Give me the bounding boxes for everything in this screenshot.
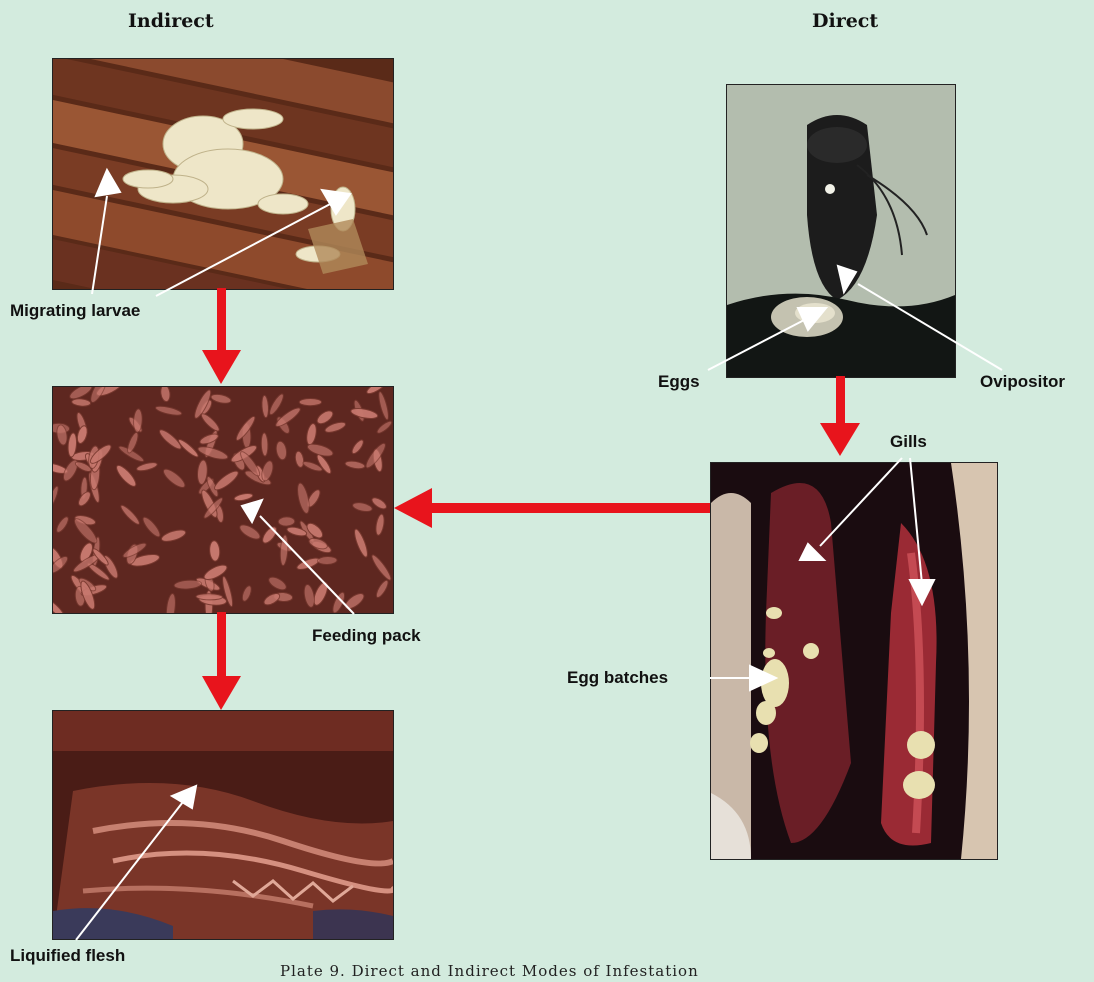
label-egg-batches: Egg batches [567, 668, 668, 688]
flow-arrow-head-1 [202, 350, 241, 384]
heading-indirect: Indirect [128, 10, 214, 32]
label-gills: Gills [890, 432, 927, 452]
label-liquified-flesh: Liquified flesh [10, 946, 125, 966]
flow-arrow-head-3 [820, 423, 860, 456]
flow-arrow-head-2 [202, 676, 241, 710]
photo-fly-ovipositor [726, 84, 956, 378]
label-migrating-larvae: Migrating larvae [10, 301, 140, 321]
label-feeding-pack: Feeding pack [312, 626, 421, 646]
flow-arrow-shaft-4 [428, 503, 710, 513]
label-ovipositor: Ovipositor [980, 372, 1065, 392]
plate-caption: Plate 9. Direct and Indirect Modes of In… [280, 962, 699, 980]
photo-feeding-pack [52, 386, 394, 614]
flow-arrow-shaft-1 [217, 288, 226, 352]
flow-arrow-head-4 [394, 488, 432, 528]
heading-direct: Direct [812, 10, 878, 32]
photo-gills-egg-batches [710, 462, 998, 860]
flow-arrow-shaft-3 [836, 376, 845, 426]
flow-arrow-shaft-2 [217, 612, 226, 678]
photo-migrating-larvae [52, 58, 394, 290]
label-eggs: Eggs [658, 372, 700, 392]
photo-liquified-flesh [52, 710, 394, 940]
